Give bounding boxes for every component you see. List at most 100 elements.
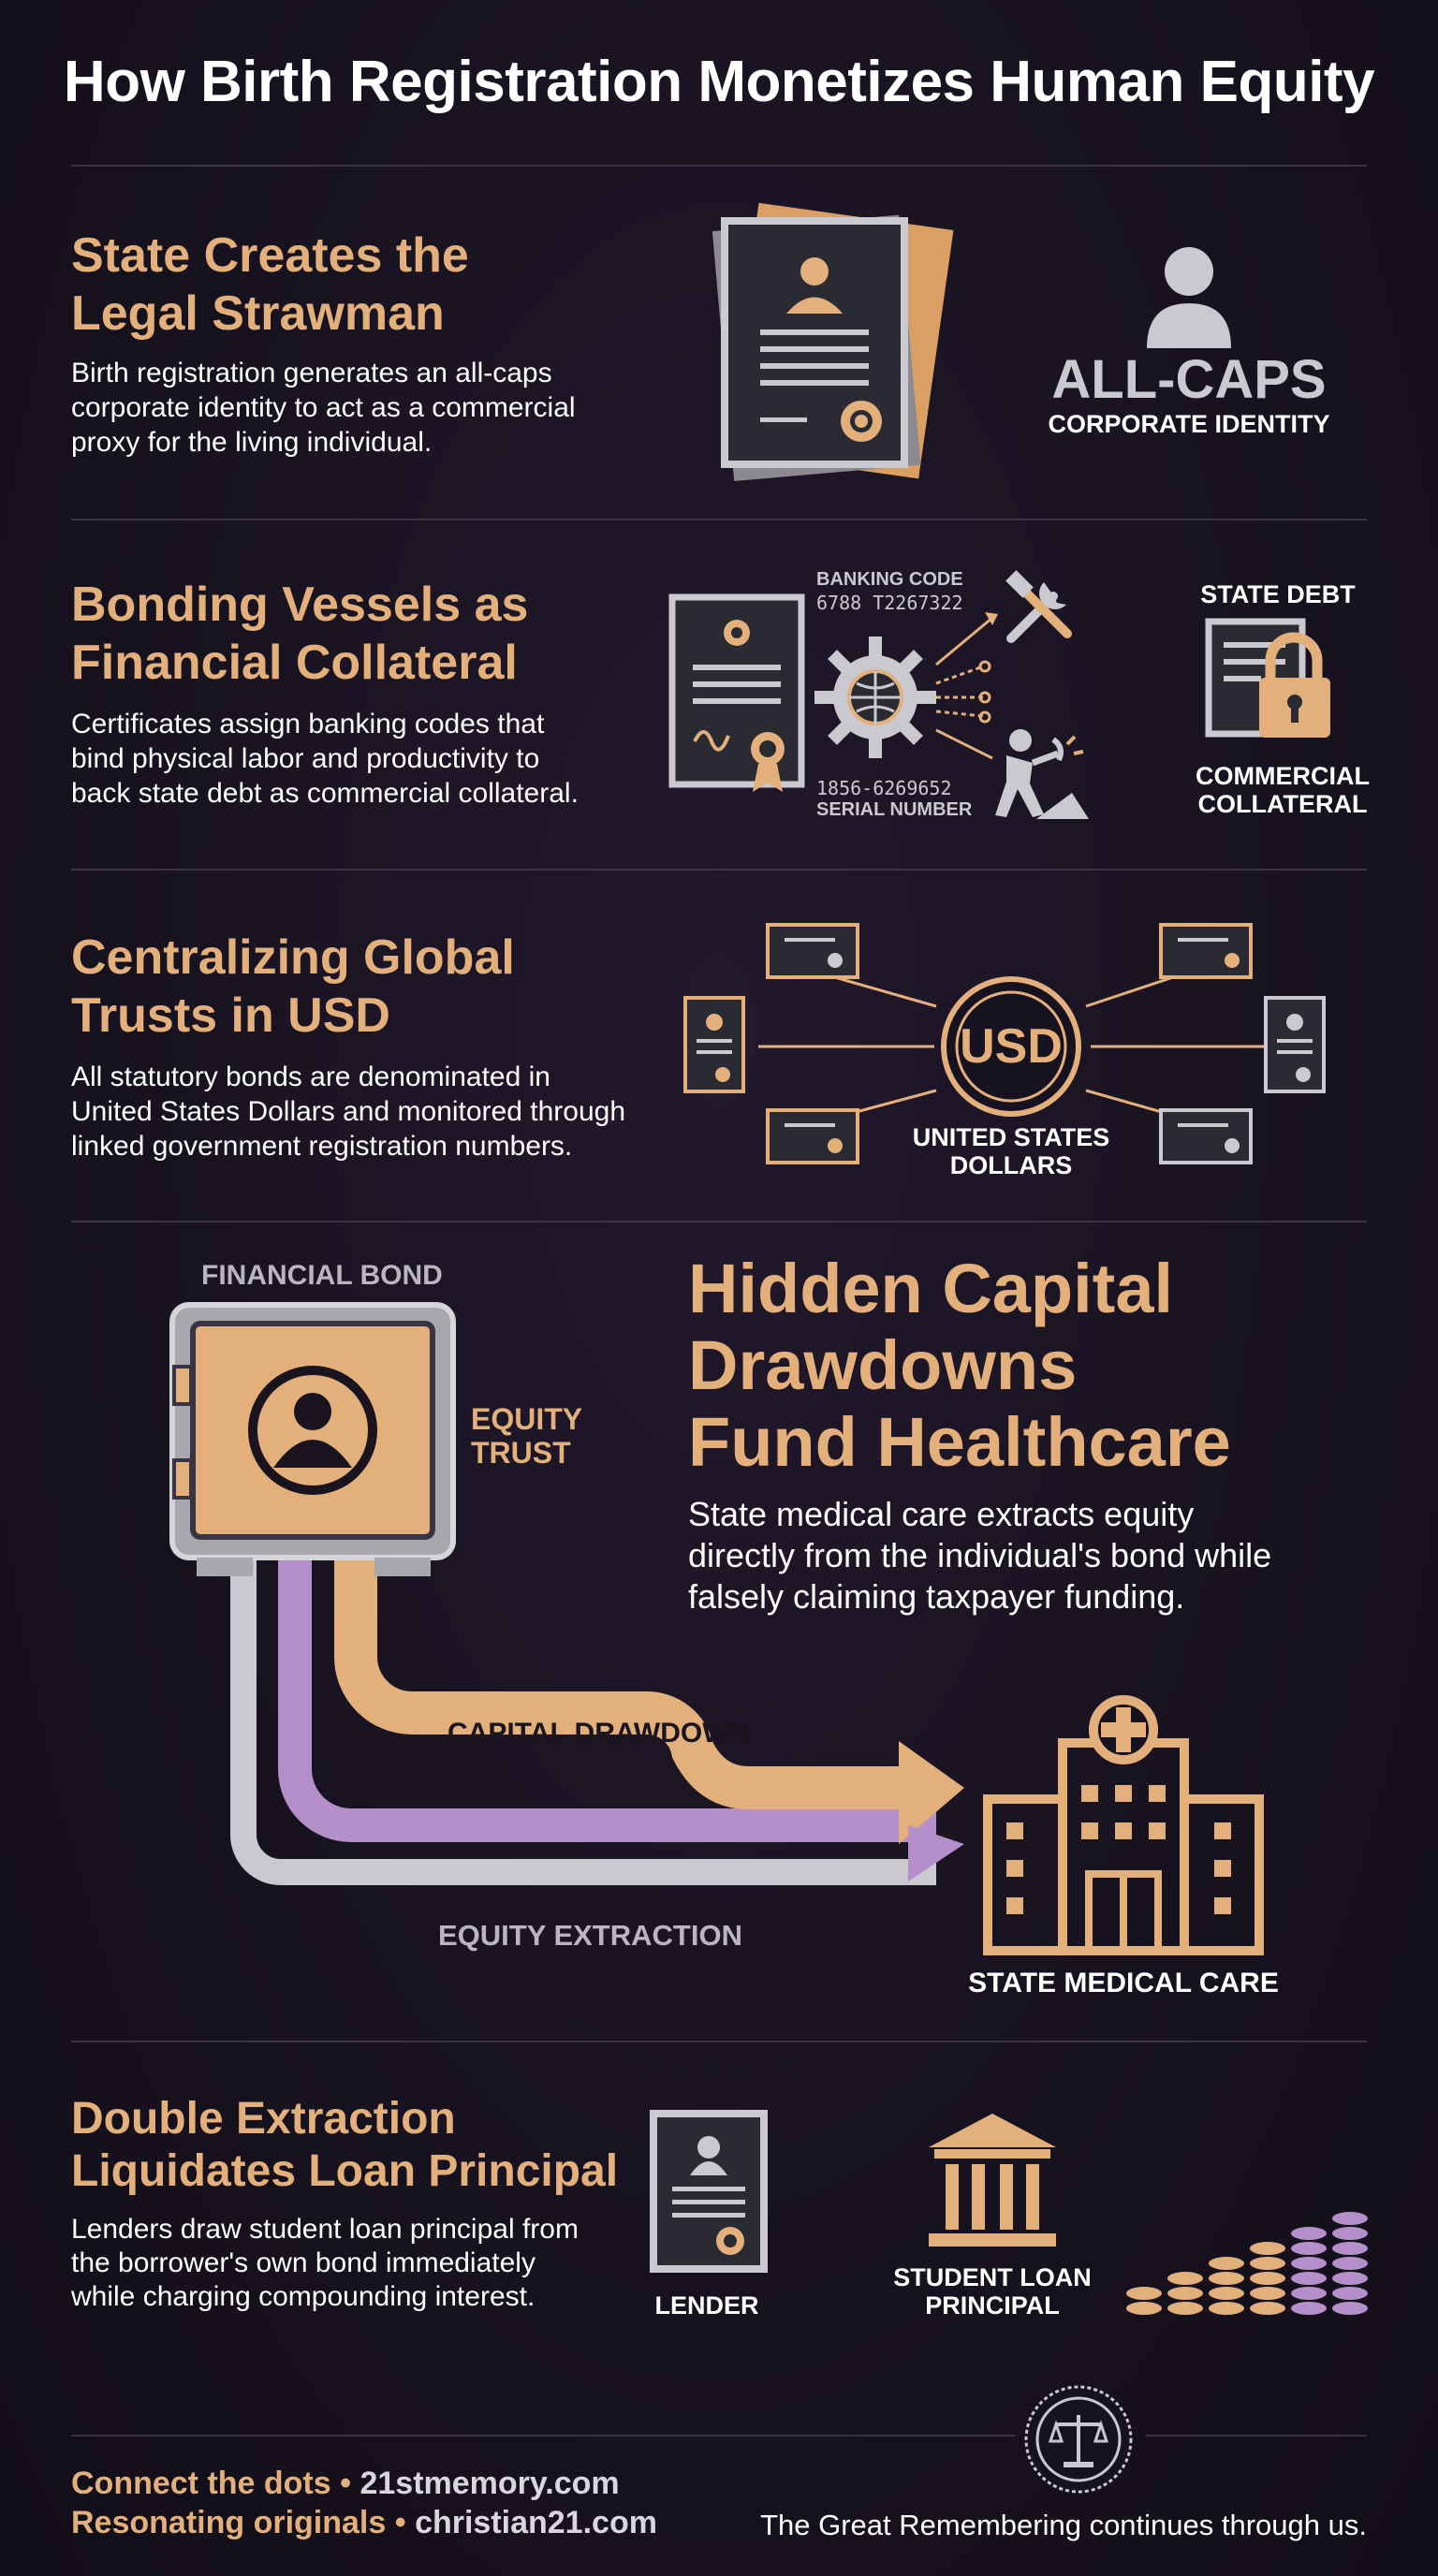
section4-body-line3: falsely claiming taxpayer funding. xyxy=(688,1577,1185,1616)
section2-body: Certificates assign banking codes that b… xyxy=(71,707,579,811)
footer-line2: Resonating originals • christian21.com xyxy=(71,2503,657,2542)
coin xyxy=(1248,2270,1287,2287)
usd-hub-icon xyxy=(941,976,1081,1117)
section3-heading-line2: Trusts in USD xyxy=(71,988,390,1043)
coin xyxy=(1289,2225,1328,2242)
lender-label: LENDER xyxy=(654,2291,759,2320)
section3-body-line3: linked government registration numbers. xyxy=(71,1131,573,1162)
coin xyxy=(1330,2240,1370,2257)
section1-body-line2: corporate identity to act as a commercia… xyxy=(71,392,576,423)
section3-body-line2: United States Dollars and monitored thro… xyxy=(71,1096,626,1127)
tools-icon xyxy=(1005,570,1072,643)
coin xyxy=(1330,2225,1370,2242)
serial-number-label: SERIAL NUMBER xyxy=(816,799,973,820)
usd-hub-text: USD xyxy=(960,1019,1063,1074)
coin xyxy=(1207,2255,1246,2272)
coin xyxy=(1248,2255,1287,2272)
coin xyxy=(1124,2285,1164,2302)
coin xyxy=(1166,2285,1205,2302)
section2-body-line3: back state debt as commercial collateral… xyxy=(71,778,579,809)
coin xyxy=(1207,2285,1246,2302)
coin xyxy=(1289,2240,1328,2257)
section5-heading-line1: Double Extraction xyxy=(71,2094,456,2144)
coin xyxy=(1289,2255,1328,2272)
coin xyxy=(1330,2285,1370,2302)
section2-heading-line1: Bonding Vessels as xyxy=(71,578,529,632)
bond-certificate-icon xyxy=(1159,1108,1253,1164)
section5-body-line2: the borrower's own bond immediately xyxy=(71,2247,536,2278)
coin xyxy=(1330,2210,1370,2227)
certificate-icon xyxy=(712,202,954,482)
section4-body: State medical care extracts equity direc… xyxy=(688,1494,1271,1617)
section5-body: Lenders draw student loan principal from… xyxy=(71,2213,579,2314)
coin xyxy=(1248,2240,1287,2257)
coin xyxy=(1248,2285,1287,2302)
coin xyxy=(1289,2285,1328,2302)
coin-stacks-icon xyxy=(1124,2210,1370,2317)
section4-heading-line3: Fund Healthcare xyxy=(688,1403,1231,1481)
equity-trust-line1: EQUITY xyxy=(471,1402,583,1436)
coin xyxy=(1166,2270,1205,2287)
usd-hub-label: UNITED STATES DOLLARS xyxy=(894,1123,1128,1179)
person-icon xyxy=(1147,247,1231,348)
equity-extraction-label: EQUITY EXTRACTION xyxy=(438,1919,742,1952)
banking-code-number: 6788 T2267322 xyxy=(816,592,963,614)
section4-body-line2: directly from the individual's bond whil… xyxy=(688,1536,1272,1574)
section1-body-line1: Birth registration generates an all-caps xyxy=(71,358,552,388)
footer-tagline: The Great Remembering continues through … xyxy=(760,2509,1367,2541)
equity-trust-line2: TRUST xyxy=(471,1436,571,1470)
section2-heading: Bonding Vessels as Financial Collateral xyxy=(71,576,528,692)
divider xyxy=(71,2041,1367,2042)
state-medical-care-label: STATE MEDICAL CARE xyxy=(968,1968,1279,1998)
usd-hub-label-line2: DOLLARS xyxy=(949,1151,1073,1179)
section5-body-line1: Lenders draw student loan principal from xyxy=(71,2214,579,2245)
divider xyxy=(71,1221,1367,1222)
footer-link-christian21[interactable]: christian21.com xyxy=(415,2505,657,2540)
coin xyxy=(1124,2300,1164,2317)
coin xyxy=(1289,2270,1328,2287)
coin xyxy=(1330,2255,1370,2272)
section1-heading-line1: State Creates the xyxy=(71,228,469,283)
bond-certificate-icon xyxy=(1159,923,1253,979)
collateral-line2: COLLATERAL xyxy=(1197,790,1368,818)
scales-seal-icon xyxy=(1024,2385,1133,2494)
divider xyxy=(1146,2435,1367,2437)
serial-number: 1856-6269652 xyxy=(816,777,952,799)
section4-heading: Hidden Capital Drawdowns Fund Healthcare xyxy=(688,1251,1231,1481)
footer-connect-label: Connect the dots xyxy=(71,2466,331,2501)
coin xyxy=(1330,2270,1370,2287)
gear-icon xyxy=(814,637,936,758)
coin xyxy=(1207,2300,1246,2317)
section1-heading: State Creates the Legal Strawman xyxy=(71,227,469,343)
divider xyxy=(71,165,1367,167)
divider xyxy=(71,2435,1015,2437)
footer-link-21stmemory[interactable]: 21stmemory.com xyxy=(360,2466,620,2501)
padlock-icon xyxy=(1205,618,1330,738)
section3-heading: Centralizing Global Trusts in USD xyxy=(71,929,515,1045)
collateral-line1: COMMERCIAL xyxy=(1196,762,1370,790)
student-loan-principal-label: STUDENT LOAN PRINCIPAL xyxy=(875,2263,1109,2320)
section3-body-line1: All statutory bonds are denominated in xyxy=(71,1061,550,1092)
section2-heading-line2: Financial Collateral xyxy=(71,636,518,690)
coin xyxy=(1289,2300,1328,2317)
lender-certificate-icon xyxy=(650,2110,768,2273)
bond-certificate-icon xyxy=(766,923,859,979)
section1-body: Birth registration generates an all-caps… xyxy=(71,356,576,460)
section4-heading-line2: Drawdowns xyxy=(688,1326,1078,1404)
equity-trust-label: EQUITY TRUST xyxy=(471,1402,582,1470)
section4-heading-line1: Hidden Capital xyxy=(688,1250,1174,1327)
usd-hub-label-line1: UNITED STATES xyxy=(912,1123,1110,1151)
divider xyxy=(71,519,1367,520)
bond-certificate-icon xyxy=(766,1108,859,1164)
footer-line1: Connect the dots • 21stmemory.com xyxy=(71,2464,620,2503)
section1-body-line3: proxy for the living individual. xyxy=(71,427,433,458)
all-caps-badge: ALL-CAPS xyxy=(1051,349,1327,410)
hospital-icon xyxy=(983,1695,1264,1955)
financial-bond-label: FINANCIAL BOND xyxy=(201,1260,443,1291)
principal-label-line2: PRINCIPAL xyxy=(925,2291,1060,2320)
extraction-flow xyxy=(230,1554,964,1885)
safe-icon xyxy=(169,1302,456,1576)
commercial-collateral-label: COMMERCIAL COLLATERAL xyxy=(1175,762,1390,818)
divider xyxy=(71,869,1367,871)
coin xyxy=(1248,2300,1287,2317)
